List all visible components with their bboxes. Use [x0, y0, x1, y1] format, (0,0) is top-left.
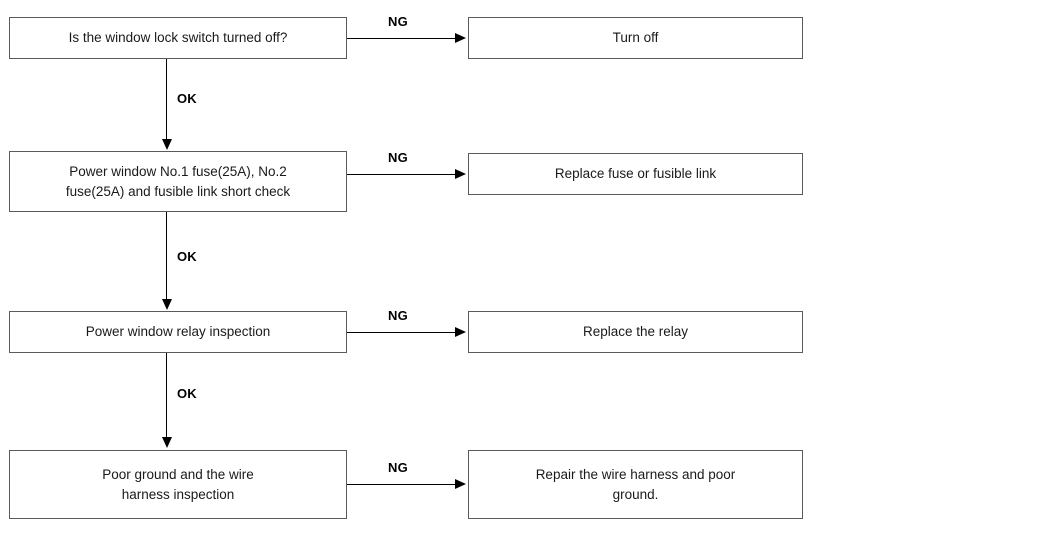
check-node-1-label: Is the window lock switch turned off? — [68, 30, 288, 46]
ng-line-4 — [347, 484, 457, 485]
ng-label-2: NG — [388, 150, 408, 165]
ng-label-3: NG — [388, 308, 408, 323]
action-node-1-label: Turn off — [612, 30, 659, 46]
action-node-2-label: Replace fuse or fusible link — [554, 166, 717, 182]
check-node-2-label: Power window No.1 fuse(25A), No.2 fuse(2… — [65, 163, 291, 199]
ok-line-1 — [166, 59, 167, 140]
ok-line-3 — [166, 353, 167, 439]
ng-line-3 — [347, 332, 457, 333]
check-node-2[interactable]: Power window No.1 fuse(25A), No.2 fuse(2… — [9, 151, 347, 212]
ng-line-1 — [347, 38, 457, 39]
ok-line-2 — [166, 212, 167, 301]
ok-arrowhead-3 — [162, 437, 172, 448]
ng-line-2 — [347, 174, 457, 175]
action-node-1[interactable]: Turn off — [468, 17, 803, 59]
action-node-4[interactable]: Repair the wire harness and poor ground. — [468, 450, 803, 519]
ng-arrowhead-3 — [455, 327, 466, 337]
action-node-3-label: Replace the relay — [582, 324, 689, 340]
ng-arrowhead-1 — [455, 33, 466, 43]
check-node-4-label: Poor ground and the wire harness inspect… — [102, 466, 254, 502]
ok-label-1: OK — [177, 91, 197, 106]
ok-arrowhead-1 — [162, 139, 172, 150]
action-node-2[interactable]: Replace fuse or fusible link — [468, 153, 803, 195]
check-node-3[interactable]: Power window relay inspection — [9, 311, 347, 353]
ok-arrowhead-2 — [162, 299, 172, 310]
ok-label-3: OK — [177, 386, 197, 401]
check-node-1[interactable]: Is the window lock switch turned off? — [9, 17, 347, 59]
ng-label-1: NG — [388, 14, 408, 29]
action-node-4-label: Repair the wire harness and poor ground. — [535, 466, 736, 502]
ng-label-4: NG — [388, 460, 408, 475]
action-node-3[interactable]: Replace the relay — [468, 311, 803, 353]
check-node-4[interactable]: Poor ground and the wire harness inspect… — [9, 450, 347, 519]
ng-arrowhead-2 — [455, 169, 466, 179]
check-node-3-label: Power window relay inspection — [85, 324, 271, 340]
ok-label-2: OK — [177, 249, 197, 264]
ng-arrowhead-4 — [455, 479, 466, 489]
